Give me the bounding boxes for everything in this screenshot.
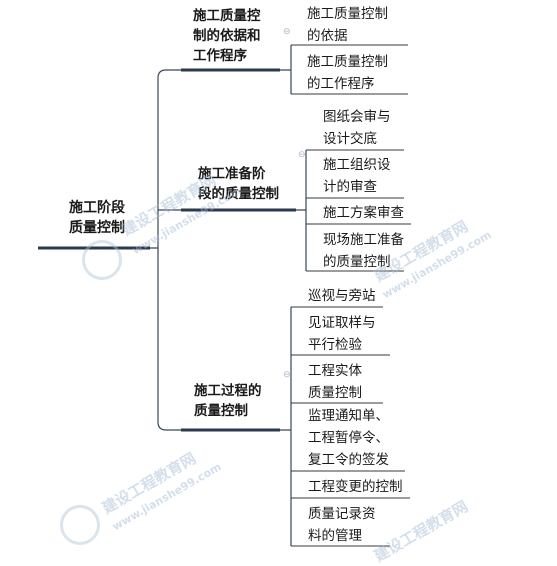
root-node-label: 施工阶段 质量控制 <box>69 200 125 236</box>
leaf-node-label: 施工方案审查 <box>323 205 404 221</box>
leaf-node-label: 监理通知单、 工程暂停令、 复工令的签发 <box>308 408 389 468</box>
leaf-node-label: 施工质量控制 的工作程序 <box>307 54 388 92</box>
leaf-node-label: 巡视与旁站 <box>308 288 376 304</box>
branch-3-label: 施工过程的 质量控制 <box>194 383 262 419</box>
root-connector <box>150 69 181 431</box>
leaf-node-label: 现场施工准备 的质量控制 <box>323 232 404 270</box>
collapse-toggle-icon[interactable]: ⊖ <box>298 150 306 160</box>
branch-2-label: 施工准备阶 段的质量控制 <box>198 166 279 202</box>
leaf-node-label: 图纸会审与 设计交底 <box>323 109 391 147</box>
leaf-node-label: 施工组织设 计的审查 <box>323 157 391 195</box>
leaf-node-label: 工程实体 质量控制 <box>308 363 362 401</box>
leaf-node-label: 施工质量控制 的依据 <box>307 6 388 44</box>
leaf-node-label: 工程变更的控制 <box>308 479 403 495</box>
leaf-node-label: 质量记录资 料的管理 <box>308 506 376 544</box>
collapse-toggle-icon[interactable]: ⊖ <box>283 27 291 37</box>
collapse-toggle-icon[interactable]: ⊖ <box>283 370 291 380</box>
branch-1-label: 施工质量控 制的依据和 工作程序 <box>193 8 261 64</box>
leaf-node-label: 见证取样与 平行检验 <box>308 315 376 353</box>
